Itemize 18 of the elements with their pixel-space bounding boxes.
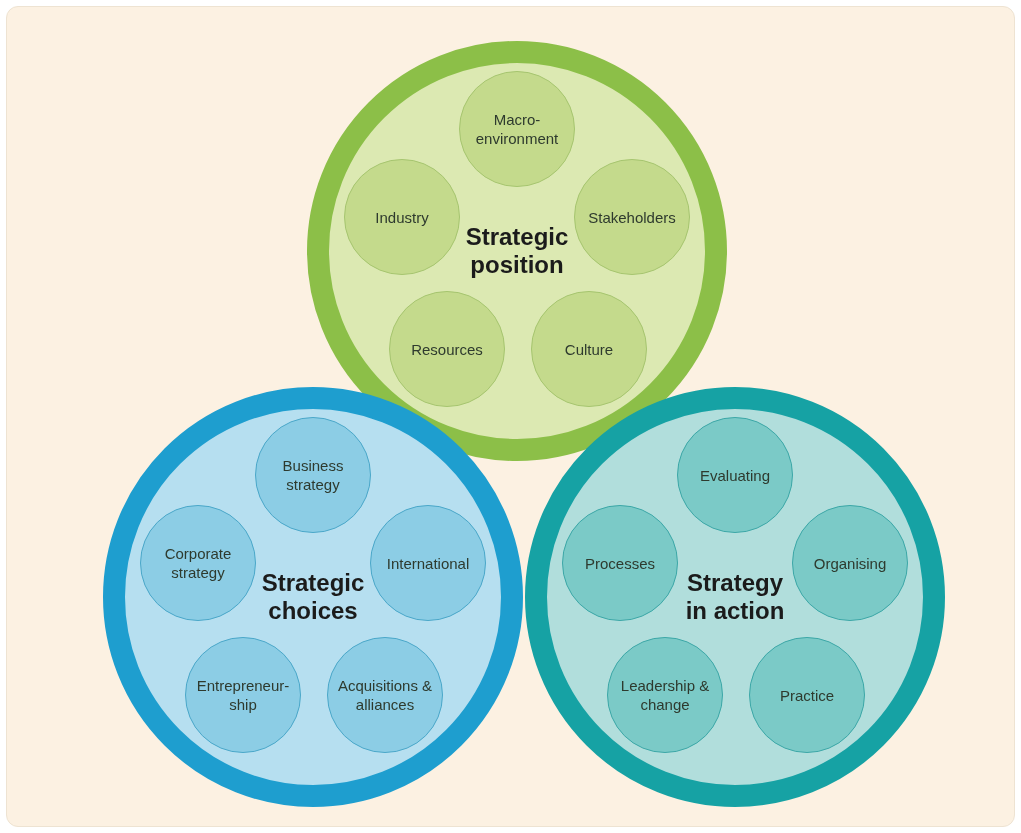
topic-label: Leadership & change	[619, 676, 711, 714]
topic-label: Practice	[779, 685, 835, 705]
topic-label: Processes	[585, 553, 655, 573]
topic-label: Evaluating	[699, 465, 771, 485]
section-title: Strategy in action	[684, 569, 786, 625]
section-title: Strategic position	[464, 223, 570, 279]
topic-label: Organising	[813, 553, 887, 573]
topic-label: Corporate strategy	[163, 544, 233, 582]
topic-label: Entrepreneur-ship	[195, 676, 291, 714]
topic-label: Resources	[411, 339, 483, 359]
topic-label: Industry	[375, 207, 429, 227]
topic-label: Macro-environment	[474, 110, 560, 148]
topic-label: Culture	[564, 339, 614, 359]
topic-label: Acquisitions & alliances	[336, 676, 434, 714]
topic-label: Stakeholders	[588, 207, 676, 227]
section-title: Strategic choices	[260, 569, 366, 625]
topic-label: Business strategy	[281, 456, 345, 494]
topic-label: International	[386, 553, 470, 573]
